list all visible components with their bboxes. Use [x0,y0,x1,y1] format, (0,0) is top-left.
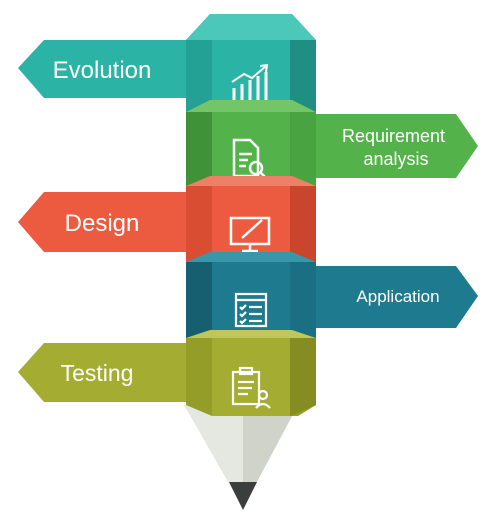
label-testing: Testing [61,360,134,386]
clipboard-user-icon [231,366,271,409]
pencil-tip [184,405,298,510]
arrow-application [300,266,478,328]
stage-testing: Testing [18,330,316,416]
arrow-testing [18,343,190,402]
pencil-lead [229,482,257,510]
arrow-evolution [18,40,190,98]
label-requirement-analysis: Requirement analysis [342,126,450,169]
stage-requirement-analysis: Requirement analysis [186,100,478,186]
arrow-requirement-analysis [300,114,478,178]
monitor-pen-icon [229,216,271,253]
stage-design: Design [18,176,316,262]
label-design: Design [65,210,140,237]
document-search-icon [232,138,268,180]
app-checklist-icon [234,292,268,328]
label-evolution: Evolution [53,57,152,84]
stage-evolution: Evolution [18,14,316,112]
stage-application: Application [186,252,478,338]
label-application: Application [356,287,439,306]
arrow-design [18,192,190,252]
